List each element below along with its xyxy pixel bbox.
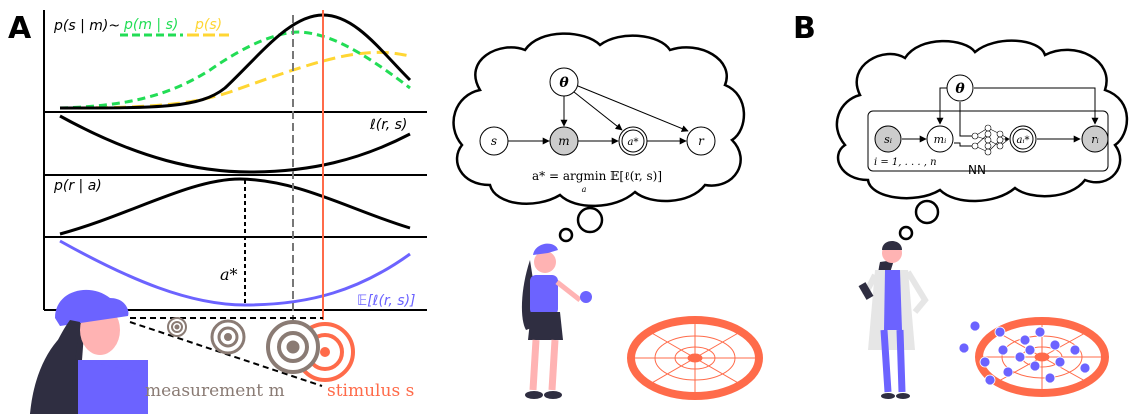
thrown-balls-icon [958, 320, 1091, 386]
neural-network-icon [971, 124, 1010, 156]
prior-curve [59, 50, 411, 110]
posterior-legend: p(s | m)~ [53, 18, 120, 34]
target-board-b [975, 317, 1109, 397]
stimulus-label: stimulus s [327, 381, 414, 401]
node-m-a: m [558, 134, 569, 148]
optimal-action-label: a* [220, 265, 238, 284]
thought-cloud-b [835, 39, 1129, 241]
panel-label-a: A [8, 11, 32, 46]
ball-icon [580, 291, 592, 303]
expected-loss-curve [59, 239, 411, 307]
node-r-b: rᵢ [1091, 133, 1098, 146]
loss-label: ℓ(r, s) [369, 117, 407, 133]
node-theta-b: θ [955, 81, 965, 97]
node-s-b: sᵢ [884, 133, 892, 146]
target-board-a [627, 316, 763, 400]
node-r-a: r [698, 134, 705, 148]
node-s-a: s [491, 134, 497, 148]
measurement-target-icon [167, 317, 320, 374]
observer-person [30, 289, 148, 414]
expected-loss-label: 𝔼[ℓ(r, s)] [357, 293, 416, 309]
likelihood-curve [59, 30, 411, 110]
node-theta-a: θ [559, 75, 569, 91]
panel-label-b: B [793, 11, 816, 46]
plate-label: i = 1, . . . , n [874, 157, 937, 168]
nn-label: NN [968, 163, 986, 177]
response-label: p(r | a) [53, 178, 102, 194]
prior-legend: p(s) [194, 17, 222, 33]
decision-formula-subscript: a [582, 185, 587, 194]
node-a-b: aᵢ* [1017, 135, 1030, 146]
likelihood-legend: p(m | s) [123, 17, 178, 33]
decision-formula: a* = argmin 𝔼[ℓ(r, s)] [532, 169, 662, 183]
measurement-label: measurement m [145, 381, 285, 401]
node-a-a: a* [628, 137, 639, 148]
node-m-b: mᵢ [934, 133, 947, 146]
posterior-curve [59, 13, 412, 110]
scientist-person [858, 241, 929, 399]
loss-curve [59, 114, 411, 174]
thought-cloud-a [452, 32, 746, 243]
player-person [521, 243, 582, 399]
response-curve [59, 177, 411, 236]
